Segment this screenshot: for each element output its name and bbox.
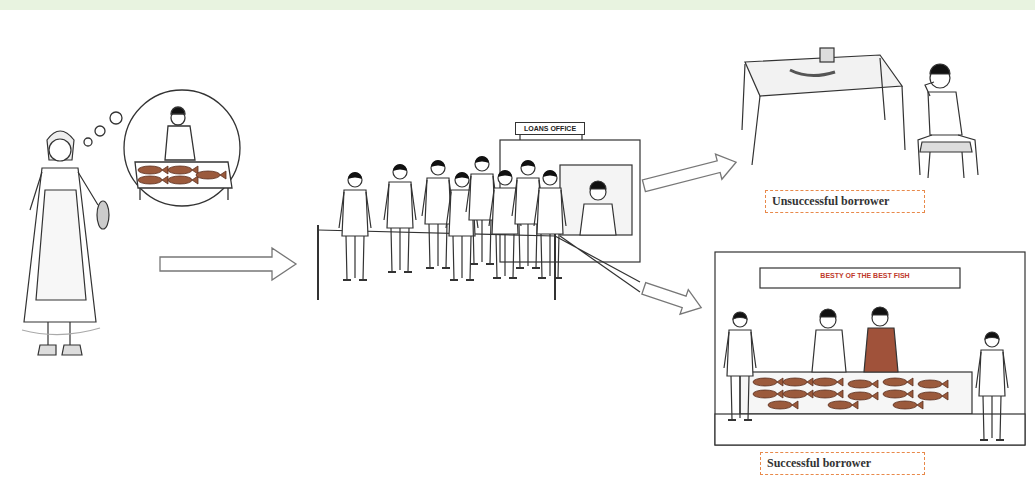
scene-panel: Unsuccessful borrower <box>740 40 1005 215</box>
woman-figure-part <box>48 322 70 345</box>
fish-stall-part <box>864 328 898 372</box>
top-band <box>0 0 1035 10</box>
fish-stall-part <box>820 309 836 317</box>
fish-stall-part <box>976 332 1008 440</box>
flow-arrow <box>642 283 701 315</box>
empty-stall-part <box>928 92 962 135</box>
loans-office-booth <box>318 122 640 300</box>
empty-stall-part <box>820 48 834 62</box>
scene-panel: LOANS OFFICE <box>300 120 640 340</box>
fish-rows-part <box>768 401 798 409</box>
woman-figure-part <box>97 201 109 229</box>
thought-bubble-part <box>168 176 198 184</box>
loans-office-booth-part <box>318 230 640 292</box>
loans-office-booth-part <box>580 204 616 235</box>
thought-bubble-part <box>95 126 105 136</box>
fish-rows-part <box>883 390 913 398</box>
fish-stall <box>715 252 1025 445</box>
thought-bubble <box>84 90 240 206</box>
outcome-label: Unsuccessful borrower <box>765 190 925 213</box>
queue-people-part <box>422 160 454 268</box>
fish-stall-part <box>724 312 756 420</box>
fish-rows-part <box>753 390 783 398</box>
fish-rows-part <box>848 380 878 388</box>
thought-bubble-part <box>168 166 198 174</box>
empty-stall-part <box>790 70 835 76</box>
thought-bubble-part <box>165 126 195 160</box>
woman-figure <box>22 131 109 355</box>
fish-rows-part <box>893 401 923 409</box>
empty-stall-part <box>930 64 950 74</box>
queue-people-part <box>534 170 566 278</box>
fish-rows-part <box>813 378 843 386</box>
fish-rows-part <box>918 392 948 400</box>
empty-stall-part <box>928 152 964 178</box>
flow-arrow <box>642 154 736 191</box>
fish-rows-part <box>848 392 878 400</box>
fish-stall-part <box>715 252 1025 445</box>
thought-bubble-part <box>124 90 240 206</box>
empty-stall-part <box>920 142 972 152</box>
fish-rows-part <box>883 378 913 386</box>
loans-office-booth-part <box>590 181 606 189</box>
fish-stall-part <box>740 372 972 414</box>
empty-stall <box>742 48 978 178</box>
fish-rows-part <box>753 378 783 386</box>
outcome-label: Successful borrower <box>760 452 925 475</box>
fish-rows-part <box>918 380 948 388</box>
thought-bubble-part <box>196 171 226 179</box>
thought-bubble-part <box>138 166 168 174</box>
empty-stall-part <box>925 82 934 96</box>
woman-figure-part <box>24 168 96 322</box>
thought-bubble-part <box>110 112 122 124</box>
fish-rows-part <box>828 401 858 409</box>
woman-figure-part <box>49 139 71 161</box>
scene-panel: BESTY OF THE BEST FISH Successful borrowe… <box>705 245 1030 482</box>
queue-people-part <box>339 172 371 280</box>
thought-bubble-part <box>140 188 228 200</box>
fish-rows-part <box>813 390 843 398</box>
woman-figure-part <box>47 131 74 160</box>
thought-bubble-part <box>138 176 168 184</box>
thought-bubble-part <box>135 162 232 188</box>
fish-stall-part <box>872 307 888 315</box>
thought-bubble-part <box>84 138 92 146</box>
fish-rows-part <box>783 378 813 386</box>
empty-stall-part <box>918 135 978 175</box>
empty-stall-part <box>742 58 905 165</box>
woman-figure-part <box>30 172 98 210</box>
fish-rows-part <box>783 390 813 398</box>
woman-figure-part <box>36 190 86 300</box>
fish-rows <box>753 378 948 409</box>
fish-stall-part <box>715 414 1025 445</box>
flow-arrow <box>160 248 296 280</box>
stall-sign: BESTY OF THE BEST FISH <box>765 270 965 281</box>
loans-office-booth-part <box>560 165 632 235</box>
fish-stall-part <box>812 330 846 372</box>
queue-people <box>339 156 566 280</box>
queue-people-part <box>384 164 416 272</box>
office-sign: LOANS OFFICE <box>515 122 585 135</box>
woman-figure-part <box>38 345 82 355</box>
thought-bubble-part <box>171 107 185 114</box>
woman-figure-part <box>22 328 100 335</box>
